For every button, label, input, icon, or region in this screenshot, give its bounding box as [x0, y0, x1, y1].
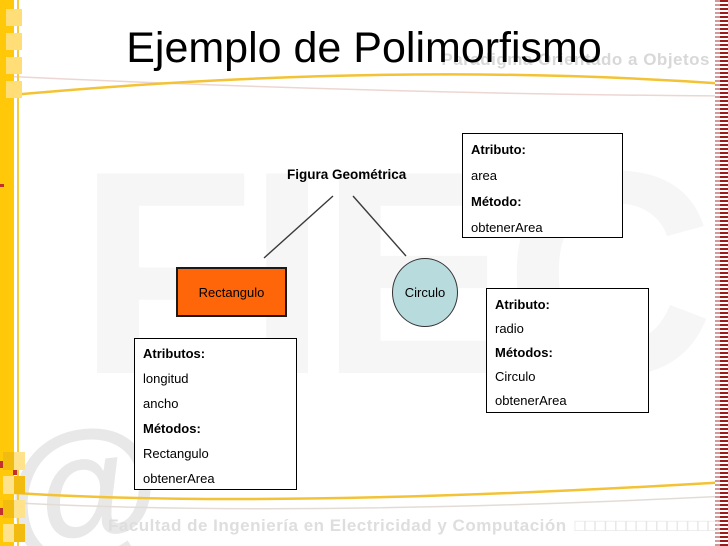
red-dash-decor: [0, 461, 3, 468]
rectangulo-label: Rectangulo: [198, 284, 265, 300]
right-striped-bar-soft-column: [715, 0, 720, 546]
rectangulo-attributes-box: Atributos: longitud ancho Métodos: Recta…: [134, 338, 297, 490]
attributes-heading: Atributos:: [143, 346, 206, 361]
methods-heading: Métodos:: [143, 421, 201, 436]
attribute-heading: Atributo:: [471, 142, 526, 157]
red-dash-decor: [0, 508, 3, 515]
method-value: Rectangulo: [143, 446, 209, 461]
faculty-watermark-text: Facultad de Ingeniería en Electricidad y…: [108, 516, 567, 535]
left-square-decor: [6, 33, 22, 50]
attribute-value: radio: [495, 321, 524, 336]
left-thin-yellow-line: [17, 0, 19, 546]
attribute-heading: Atributo:: [495, 297, 550, 312]
faculty-watermark: Facultad de Ingeniería en Electricidad y…: [108, 516, 718, 536]
figura-attributes-box: Atributo: area Método: obtenerArea: [462, 133, 623, 238]
left-square-decor: [3, 476, 14, 494]
method-value: Circulo: [495, 369, 536, 384]
faculty-watermark-glyph-boxes: □□□□□□□□□□□□□□: [574, 516, 719, 535]
class-node-rectangulo: Rectangulo: [176, 267, 287, 317]
attribute-value: ancho: [143, 396, 179, 411]
left-square-decor: [3, 524, 14, 542]
method-value: obtenerArea: [471, 220, 543, 235]
method-value: obtenerArea: [495, 393, 567, 408]
methods-heading: Métodos:: [495, 345, 553, 360]
left-square-decor: [3, 452, 14, 470]
class-node-circulo: Circulo: [392, 258, 458, 327]
attribute-value: area: [471, 168, 498, 183]
red-dash-decor: [13, 470, 17, 475]
class-node-figura-geometrica: Figura Geométrica: [287, 167, 407, 182]
left-square-decor: [6, 9, 22, 26]
right-striped-bar: [715, 0, 728, 546]
circulo-attributes-box: Atributo: radio Métodos: Circulo obtener…: [486, 288, 649, 413]
left-square-decor: [3, 500, 14, 518]
course-watermark: Paradigma Orientado a Objetos: [441, 50, 710, 69]
left-square-decor: [6, 81, 22, 98]
method-heading: Método:: [471, 194, 522, 209]
slide-title: Ejemplo de Polimorfismo: [126, 24, 602, 72]
left-square-decor: [6, 57, 22, 74]
left-yellow-strip: [0, 0, 14, 546]
method-value: obtenerArea: [143, 471, 215, 486]
left-square-decor: [14, 452, 25, 470]
circulo-label: Circulo: [404, 285, 446, 300]
left-square-decor: [14, 500, 25, 518]
red-dash-decor: [0, 184, 4, 187]
left-square-decor: [14, 524, 25, 542]
left-square-decor: [14, 476, 25, 494]
attribute-value: longitud: [143, 371, 189, 386]
